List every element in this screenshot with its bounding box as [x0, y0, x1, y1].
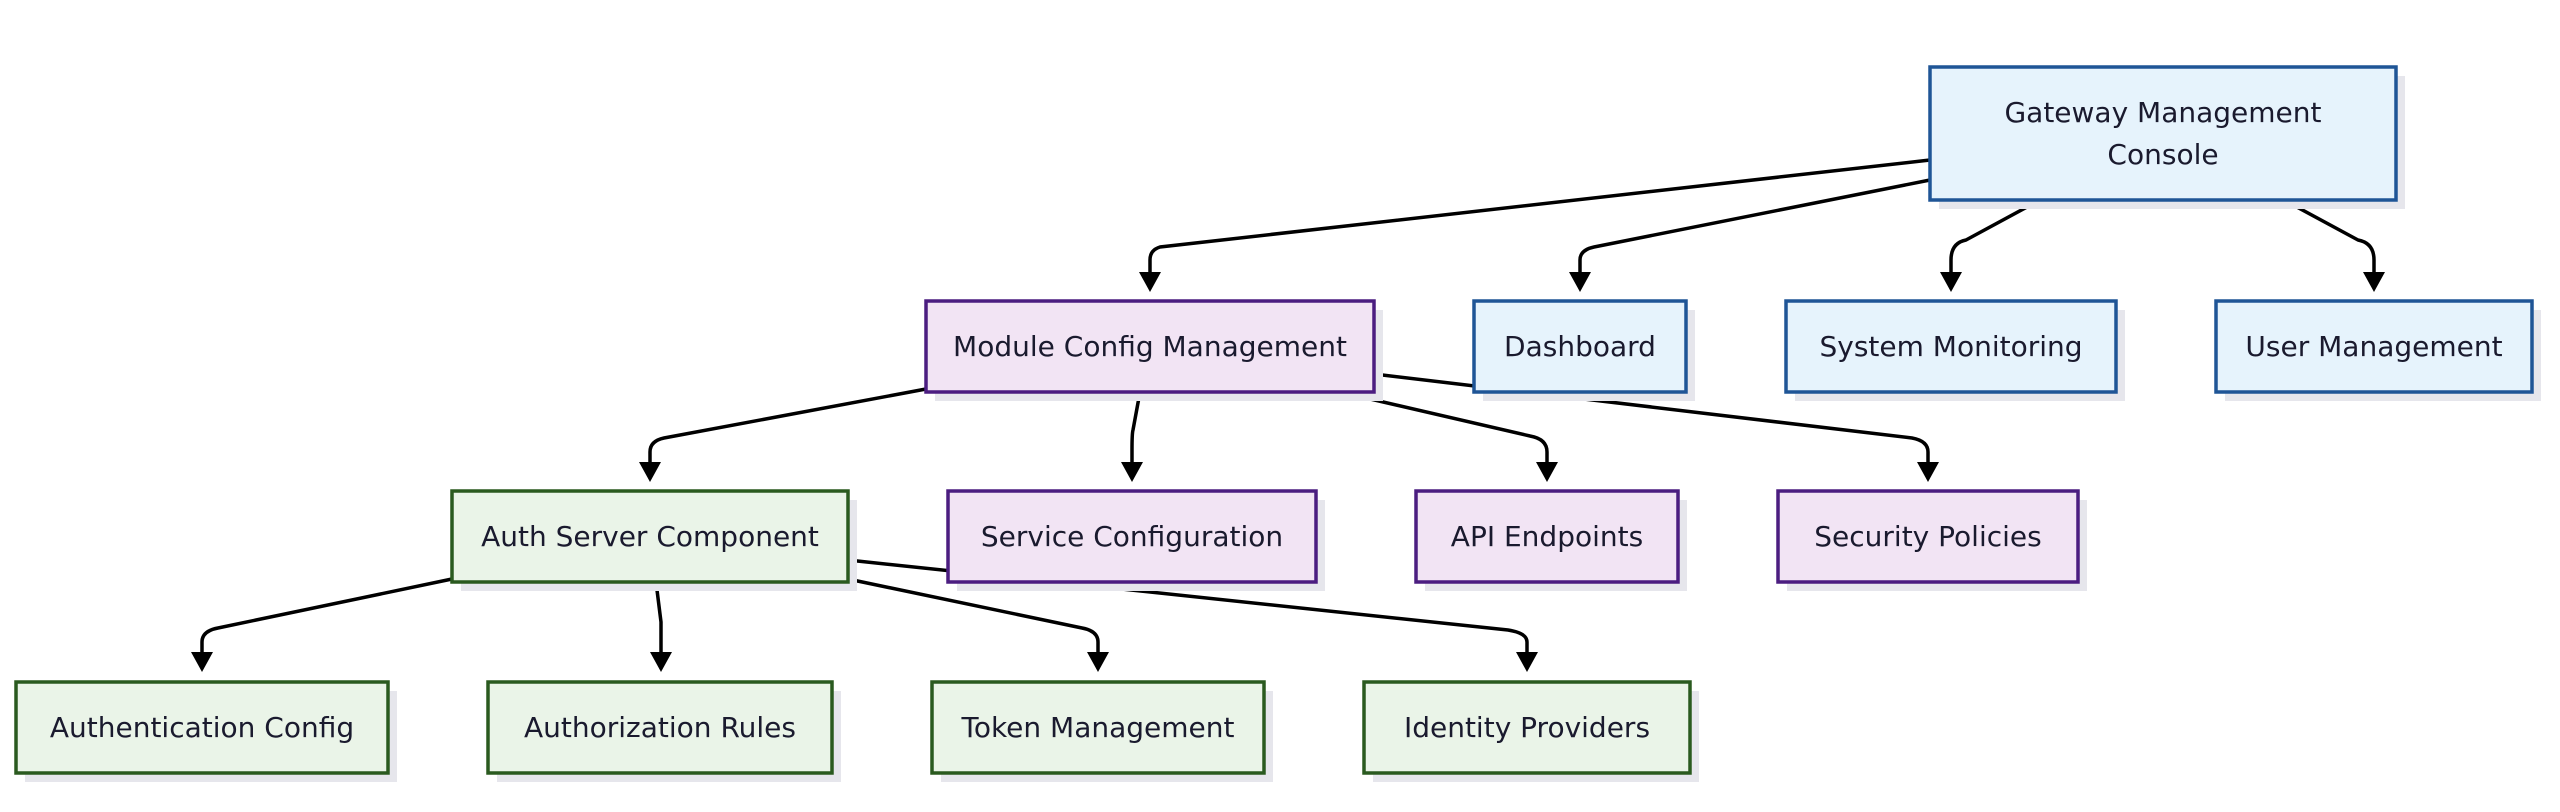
- node-module-config: Module Config Management: [924, 299, 1383, 401]
- node-box: [1414, 489, 1680, 584]
- edge-auth-server-to-identity-providers: [847, 558, 1529, 660]
- node-label: Console: [2107, 138, 2218, 171]
- edge-gateway-to-system-monitoring: [1949, 198, 2041, 280]
- edge-auth-server-to-authentication-config: [200, 577, 453, 660]
- node-identity-providers: Identity Providers: [1362, 680, 1699, 782]
- node-label: Auth Server Component: [481, 520, 819, 553]
- node-box: [946, 489, 1318, 584]
- edge-module-config-to-security-policies: [1373, 372, 1930, 470]
- node-label: API Endpoints: [1451, 520, 1643, 553]
- arrowhead-service-configuration: [1121, 462, 1143, 482]
- node-box: [450, 489, 850, 584]
- node-box: [1784, 299, 2118, 394]
- edge-gateway-to-dashboard: [1578, 178, 1931, 280]
- edge-module-config-to-service-configuration: [1130, 391, 1142, 470]
- node-authentication-config: Authentication Config: [14, 680, 397, 782]
- arrowhead-user-management: [2363, 272, 2385, 292]
- node-auth-server: Auth Server Component: [450, 489, 857, 591]
- node-label: Security Policies: [1814, 520, 2041, 553]
- arrowhead-identity-providers: [1516, 652, 1538, 672]
- node-service-configuration: Service Configuration: [946, 489, 1325, 591]
- node-label: Dashboard: [1504, 330, 1656, 363]
- edge-module-config-to-api-endpoints: [1339, 390, 1549, 470]
- edge-auth-server-to-authorization-rules: [654, 581, 663, 660]
- arrowhead-authentication-config: [191, 652, 213, 672]
- node-security-policies: Security Policies: [1776, 489, 2087, 591]
- node-box: [486, 680, 834, 775]
- node-dashboard: Dashboard: [1472, 299, 1695, 401]
- arrowhead-system-monitoring: [1940, 272, 1962, 292]
- arrowhead-security-policies: [1917, 462, 1939, 482]
- node-label: Service Configuration: [981, 520, 1283, 553]
- edges-layer: [191, 158, 2385, 672]
- node-label: Identity Providers: [1404, 711, 1650, 744]
- node-label: Gateway Management: [2004, 96, 2321, 129]
- arrowhead-token-management: [1087, 652, 1109, 672]
- node-box: [924, 299, 1376, 394]
- edge-gateway-to-module-config: [1148, 158, 1931, 280]
- node-token-management: Token Management: [930, 680, 1273, 782]
- arrowhead-api-endpoints: [1536, 462, 1558, 482]
- node-label: Authentication Config: [50, 711, 354, 744]
- edge-gateway-to-user-management: [2283, 198, 2376, 280]
- node-box: [1928, 65, 2398, 202]
- node-box: [14, 680, 390, 775]
- arrowhead-module-config: [1139, 272, 1161, 292]
- arrowhead-auth-server: [639, 462, 661, 482]
- node-label: Module Config Management: [953, 330, 1347, 363]
- node-label: Token Management: [960, 711, 1234, 744]
- node-box: [1776, 489, 2080, 584]
- node-label: User Management: [2245, 330, 2502, 363]
- node-user-management: User Management: [2214, 299, 2541, 401]
- edge-module-config-to-auth-server: [648, 387, 927, 470]
- node-api-endpoints: API Endpoints: [1414, 489, 1687, 591]
- edge-auth-server-to-token-management: [847, 577, 1100, 660]
- node-label: System Monitoring: [1819, 330, 2082, 363]
- node-box: [930, 680, 1266, 775]
- node-authorization-rules: Authorization Rules: [486, 680, 841, 782]
- arrowhead-dashboard: [1569, 272, 1591, 292]
- node-label: Authorization Rules: [524, 711, 796, 744]
- node-box: [1362, 680, 1692, 775]
- node-box: [1472, 299, 1688, 394]
- node-system-monitoring: System Monitoring: [1784, 299, 2125, 401]
- node-box: [2214, 299, 2534, 394]
- arrowhead-authorization-rules: [650, 652, 672, 672]
